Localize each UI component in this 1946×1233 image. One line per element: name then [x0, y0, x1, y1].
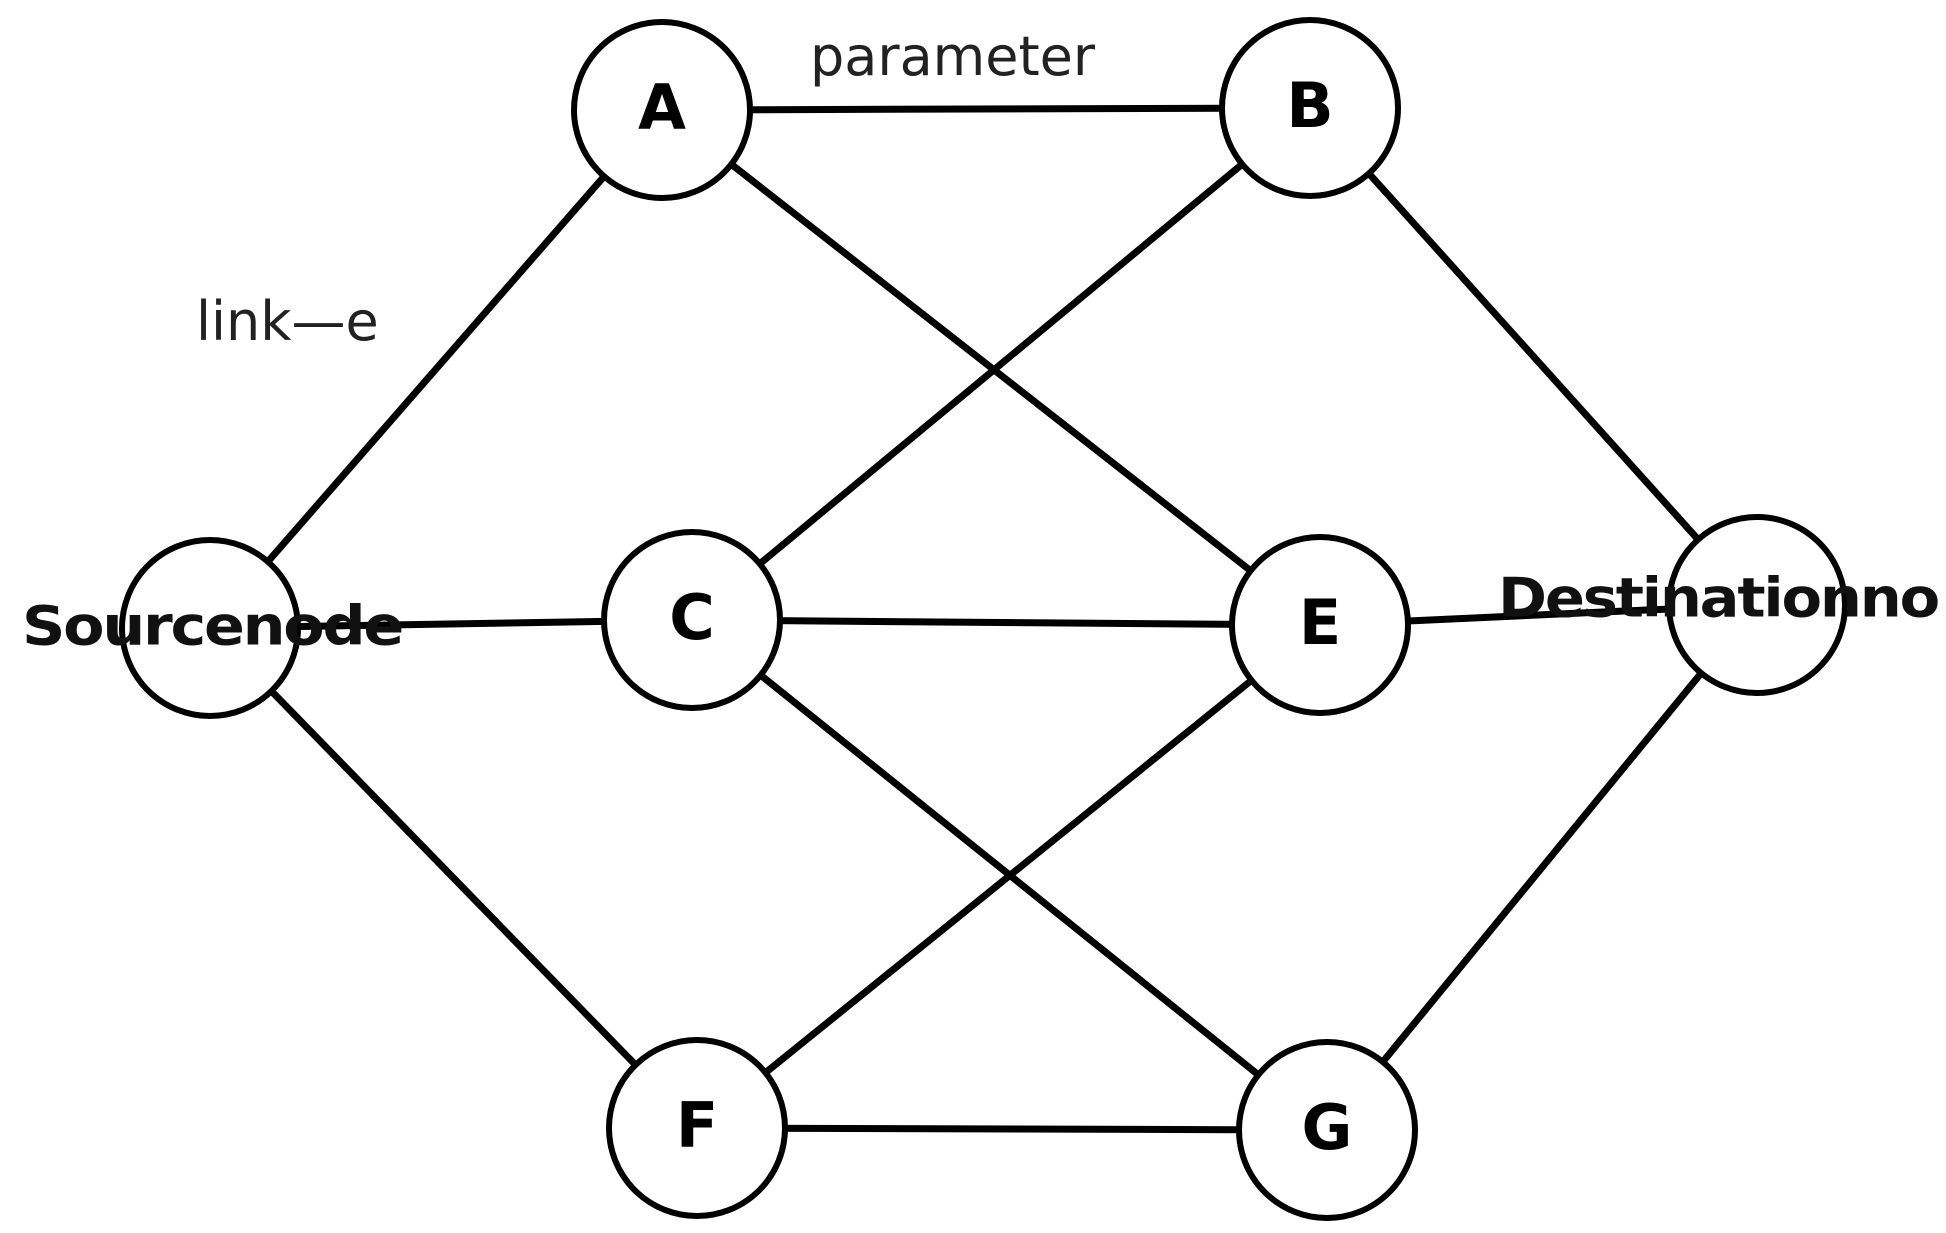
node-group: A B C E F G Sourcenode Destinationno — [22, 17, 1940, 1221]
edge-label-parameter: parameter — [810, 25, 1096, 88]
node-a-label: A — [638, 71, 686, 144]
edge-c-e — [688, 616, 1324, 629]
node-c-circle — [601, 529, 783, 711]
node-a-circle — [571, 19, 753, 201]
node-destination — [1666, 514, 1848, 696]
edge-label-link: link—e — [196, 290, 379, 353]
node-source-circle — [119, 537, 301, 719]
node-b-circle — [1219, 17, 1401, 199]
source-node-label: Sourcenode — [22, 595, 402, 658]
node-b-label: B — [1286, 69, 1333, 142]
node-g-circle — [1236, 1039, 1418, 1221]
node-e: E — [1229, 534, 1411, 716]
node-b: B — [1219, 17, 1401, 199]
node-destination-circle — [1666, 514, 1848, 696]
edge-b-dest — [1306, 104, 1761, 609]
node-e-label: E — [1299, 586, 1341, 659]
edge-f-g — [693, 1124, 1331, 1134]
node-e-circle — [1229, 534, 1411, 716]
edge-a-e — [658, 106, 1324, 629]
annotation-group: parameter link—e — [196, 25, 1096, 353]
node-g-label: G — [1302, 1091, 1353, 1164]
node-c: C — [601, 529, 783, 711]
node-a: A — [571, 19, 753, 201]
edge-a-b — [658, 104, 1314, 114]
node-f-circle — [606, 1037, 788, 1219]
destination-node-label: Destinationno — [1498, 567, 1938, 630]
node-g: G — [1236, 1039, 1418, 1221]
node-f: F — [606, 1037, 788, 1219]
edge-source-f — [206, 624, 701, 1132]
node-f-label: F — [676, 1089, 718, 1162]
edge-e-f — [693, 621, 1324, 1132]
edge-g-dest — [1323, 601, 1761, 1134]
node-c-label: C — [669, 581, 715, 654]
edge-b-c — [688, 104, 1314, 624]
edge-source-a — [206, 106, 666, 632]
node-source — [119, 537, 301, 719]
